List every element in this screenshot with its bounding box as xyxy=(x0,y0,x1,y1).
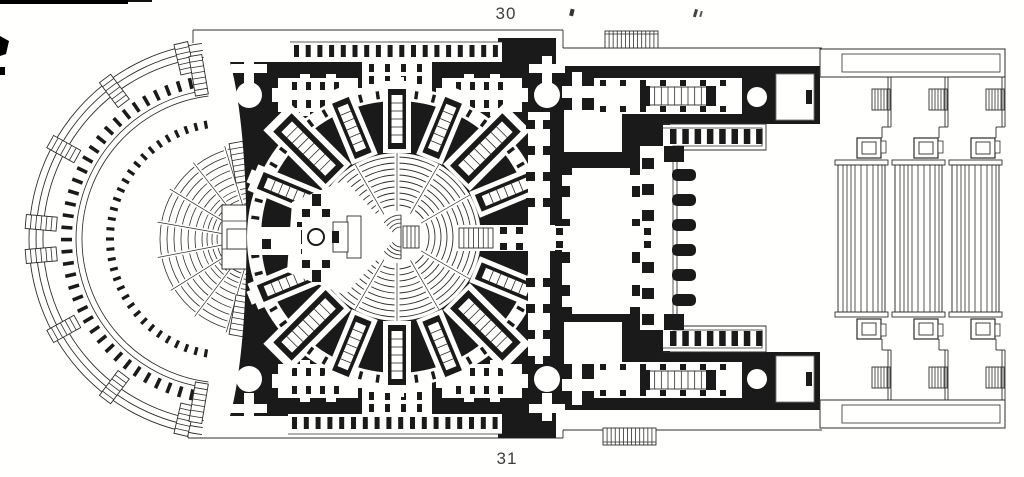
radial-chamber xyxy=(324,86,378,165)
bottom-wing xyxy=(562,355,815,405)
stair-ladder xyxy=(602,427,657,446)
stair-ladder xyxy=(402,225,420,249)
column-tick-ring xyxy=(106,120,209,358)
terrace-unit xyxy=(891,77,949,400)
radial-chamber xyxy=(383,77,411,153)
stair-ladder xyxy=(928,88,948,111)
radial-chamber xyxy=(324,309,378,388)
end-stair xyxy=(188,381,209,425)
exedra-theater xyxy=(157,140,255,338)
column-tick-ring xyxy=(60,75,206,401)
radial-chamber xyxy=(383,321,411,397)
radial-stair xyxy=(46,314,82,344)
stair-ladder xyxy=(604,30,659,49)
radial-stair xyxy=(98,73,130,109)
stair-ladder xyxy=(871,366,891,389)
exedra-colonnade xyxy=(24,41,209,437)
grand-stair-chamber xyxy=(263,103,352,192)
top-wing xyxy=(562,72,815,121)
radial-stair xyxy=(24,246,58,264)
scan-artifacts xyxy=(0,0,703,75)
radial-chamber xyxy=(416,309,470,388)
central-rotunda xyxy=(246,77,555,397)
stair-ladder xyxy=(647,86,709,106)
radial-stair xyxy=(24,214,58,232)
stair-ladder xyxy=(458,227,494,249)
end-stair xyxy=(188,53,209,97)
grand-stair-chamber xyxy=(442,282,531,371)
stair-ladder xyxy=(928,366,948,389)
platform-stairs xyxy=(602,30,659,446)
grand-hall-section xyxy=(526,110,680,365)
terrace-stairs xyxy=(819,48,1006,429)
rotunda-stage xyxy=(287,180,397,295)
stair-ladder xyxy=(985,366,1005,389)
radial-stair xyxy=(46,134,82,164)
radial-stair xyxy=(98,369,130,405)
stair-ladder xyxy=(985,88,1005,111)
forecourt xyxy=(663,123,767,353)
stair-ladder xyxy=(647,370,709,390)
radial-chamber xyxy=(416,86,470,165)
porticos xyxy=(288,41,502,435)
terrace-unit xyxy=(948,77,1006,400)
terrace-unit xyxy=(834,77,892,400)
corner-rotundas xyxy=(231,56,565,421)
stair-ladder xyxy=(871,88,891,111)
grand-stair-chamber xyxy=(263,282,352,371)
stage-passage xyxy=(251,227,301,255)
grand-stair-chamber xyxy=(442,103,531,192)
